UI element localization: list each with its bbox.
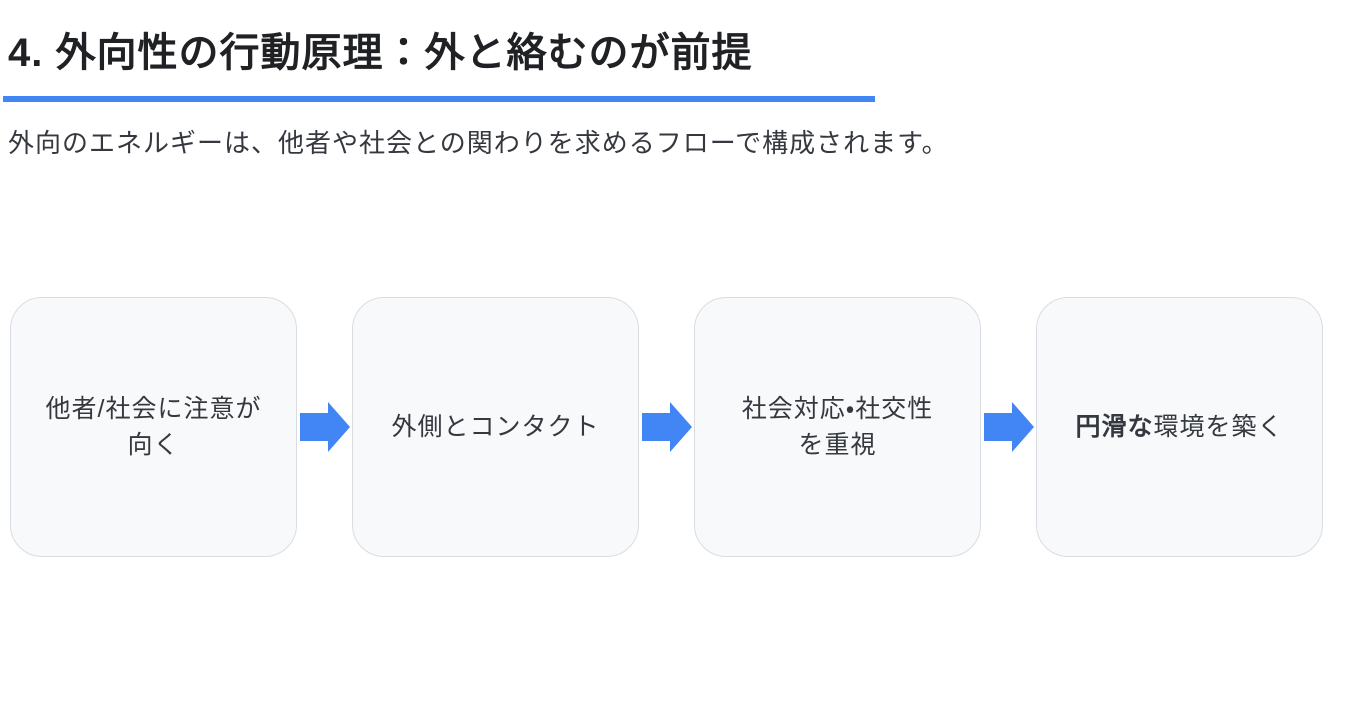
- flow-step-label-rest: 環境を築く: [1153, 413, 1284, 441]
- arrow-right-icon: [639, 402, 694, 452]
- arrow-right-icon: [297, 402, 352, 452]
- arrow-right-icon: [981, 402, 1036, 452]
- flow-step-label: 円滑な環境を築く: [1075, 409, 1283, 445]
- page-title: 4. 外向性の行動原理：外と絡むのが前提: [8, 31, 753, 75]
- flow-step-label: 外側とコンタクト: [391, 413, 600, 441]
- flow-step-environment: 円滑な環境を築く: [1036, 297, 1323, 557]
- flow-diagram: 他者/社会に注意が 向く 外側とコンタクト 社会対応・社交性 を重視 円滑な環境…: [10, 297, 1323, 557]
- flow-step-label: 社会対応・社交性: [741, 395, 934, 423]
- page: 4. 外向性の行動原理：外と絡むのが前提 外向のエネルギーは、他者や社会との関わ…: [0, 30, 1345, 714]
- flow-step-label: 他者/社会に注意が: [45, 395, 262, 423]
- title-underline: [3, 96, 875, 102]
- flow-step-label-bold: 円滑な: [1075, 413, 1154, 441]
- page-subtitle: 外向のエネルギーは、他者や社会との関わりを求めるフローで構成されます。: [8, 128, 949, 158]
- flow-step-contact: 外側とコンタクト: [352, 297, 639, 557]
- flow-step-attention: 他者/社会に注意が 向く: [10, 297, 297, 557]
- flow-step-label: を重視: [798, 431, 877, 459]
- flow-step-label: 向く: [127, 431, 180, 459]
- flow-step-sociability: 社会対応・社交性 を重視: [694, 297, 981, 557]
